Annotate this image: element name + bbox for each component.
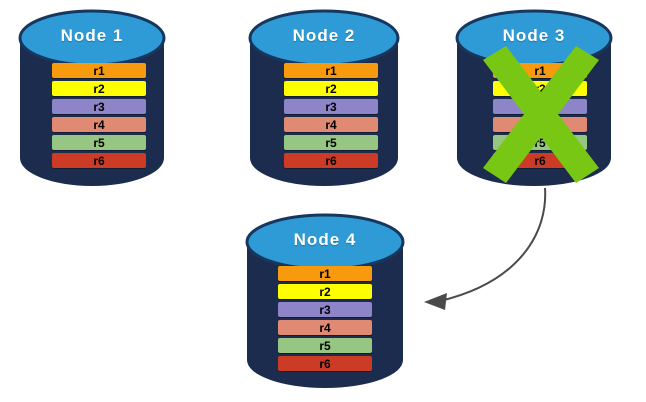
row-r2[interactable]: r2 (52, 81, 146, 96)
row-r6[interactable]: r6 (52, 153, 146, 168)
row-r1[interactable]: r1 (284, 63, 378, 78)
row-r4[interactable]: r4 (52, 117, 146, 132)
row-r1[interactable]: r1 (52, 63, 146, 78)
row-r5[interactable]: r5 (278, 338, 372, 353)
row-r5[interactable]: r5 (52, 135, 146, 150)
row-r2[interactable]: r2 (278, 284, 372, 299)
row-r6[interactable]: r6 (284, 153, 378, 168)
row-r2[interactable]: r2 (284, 81, 378, 96)
failure-x-icon (483, 46, 599, 183)
row-r3[interactable]: r3 (284, 99, 378, 114)
row-r5[interactable]: r5 (284, 135, 378, 150)
node-4-cylinder[interactable]: Node 4 r1 r2 r3 r4 r5 r6 (245, 212, 405, 390)
row-r3[interactable]: r3 (52, 99, 146, 114)
row-r4[interactable]: r4 (278, 320, 372, 335)
row-r3[interactable]: r3 (278, 302, 372, 317)
row-r6[interactable]: r6 (278, 356, 372, 371)
row-r4[interactable]: r4 (284, 117, 378, 132)
row-r1[interactable]: r1 (278, 266, 372, 281)
